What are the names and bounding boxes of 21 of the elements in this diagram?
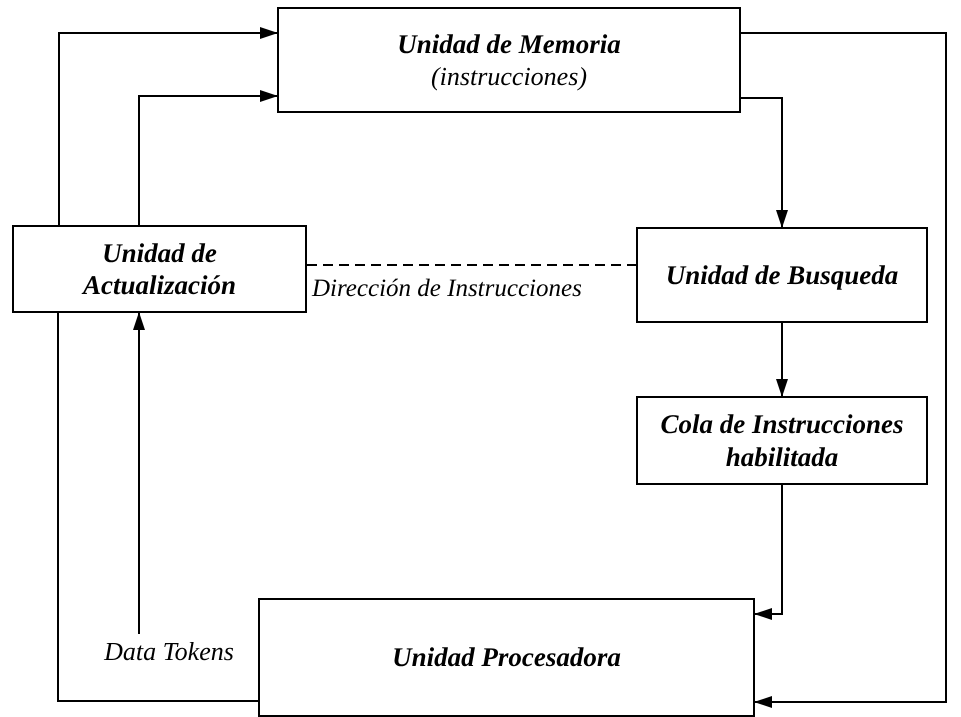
arrow <box>138 90 278 225</box>
dashed-connector <box>307 264 636 266</box>
arrow <box>754 485 783 620</box>
process-box <box>258 598 755 717</box>
arrow <box>741 32 947 708</box>
arrow <box>58 27 278 225</box>
box-title: Unidad de Actualización <box>80 236 238 302</box>
process-box <box>636 227 928 323</box>
process-box <box>12 225 307 313</box>
connector-line <box>57 313 258 702</box>
box-title: Unidad Procesadora <box>392 641 621 674</box>
arrow <box>741 97 788 228</box>
box-title: Cola de Instrucciones habilitada <box>659 408 905 473</box>
box-title: Unidad de Busqueda <box>666 258 898 292</box>
box-subtitle: (instrucciones) <box>431 60 587 92</box>
process-box <box>277 7 741 113</box>
process-box <box>636 396 928 485</box>
arrow <box>776 323 788 397</box>
flow-label: Data Tokens <box>84 634 254 670</box>
box-title: Unidad de Memoria <box>397 28 621 61</box>
arrow <box>133 312 145 634</box>
